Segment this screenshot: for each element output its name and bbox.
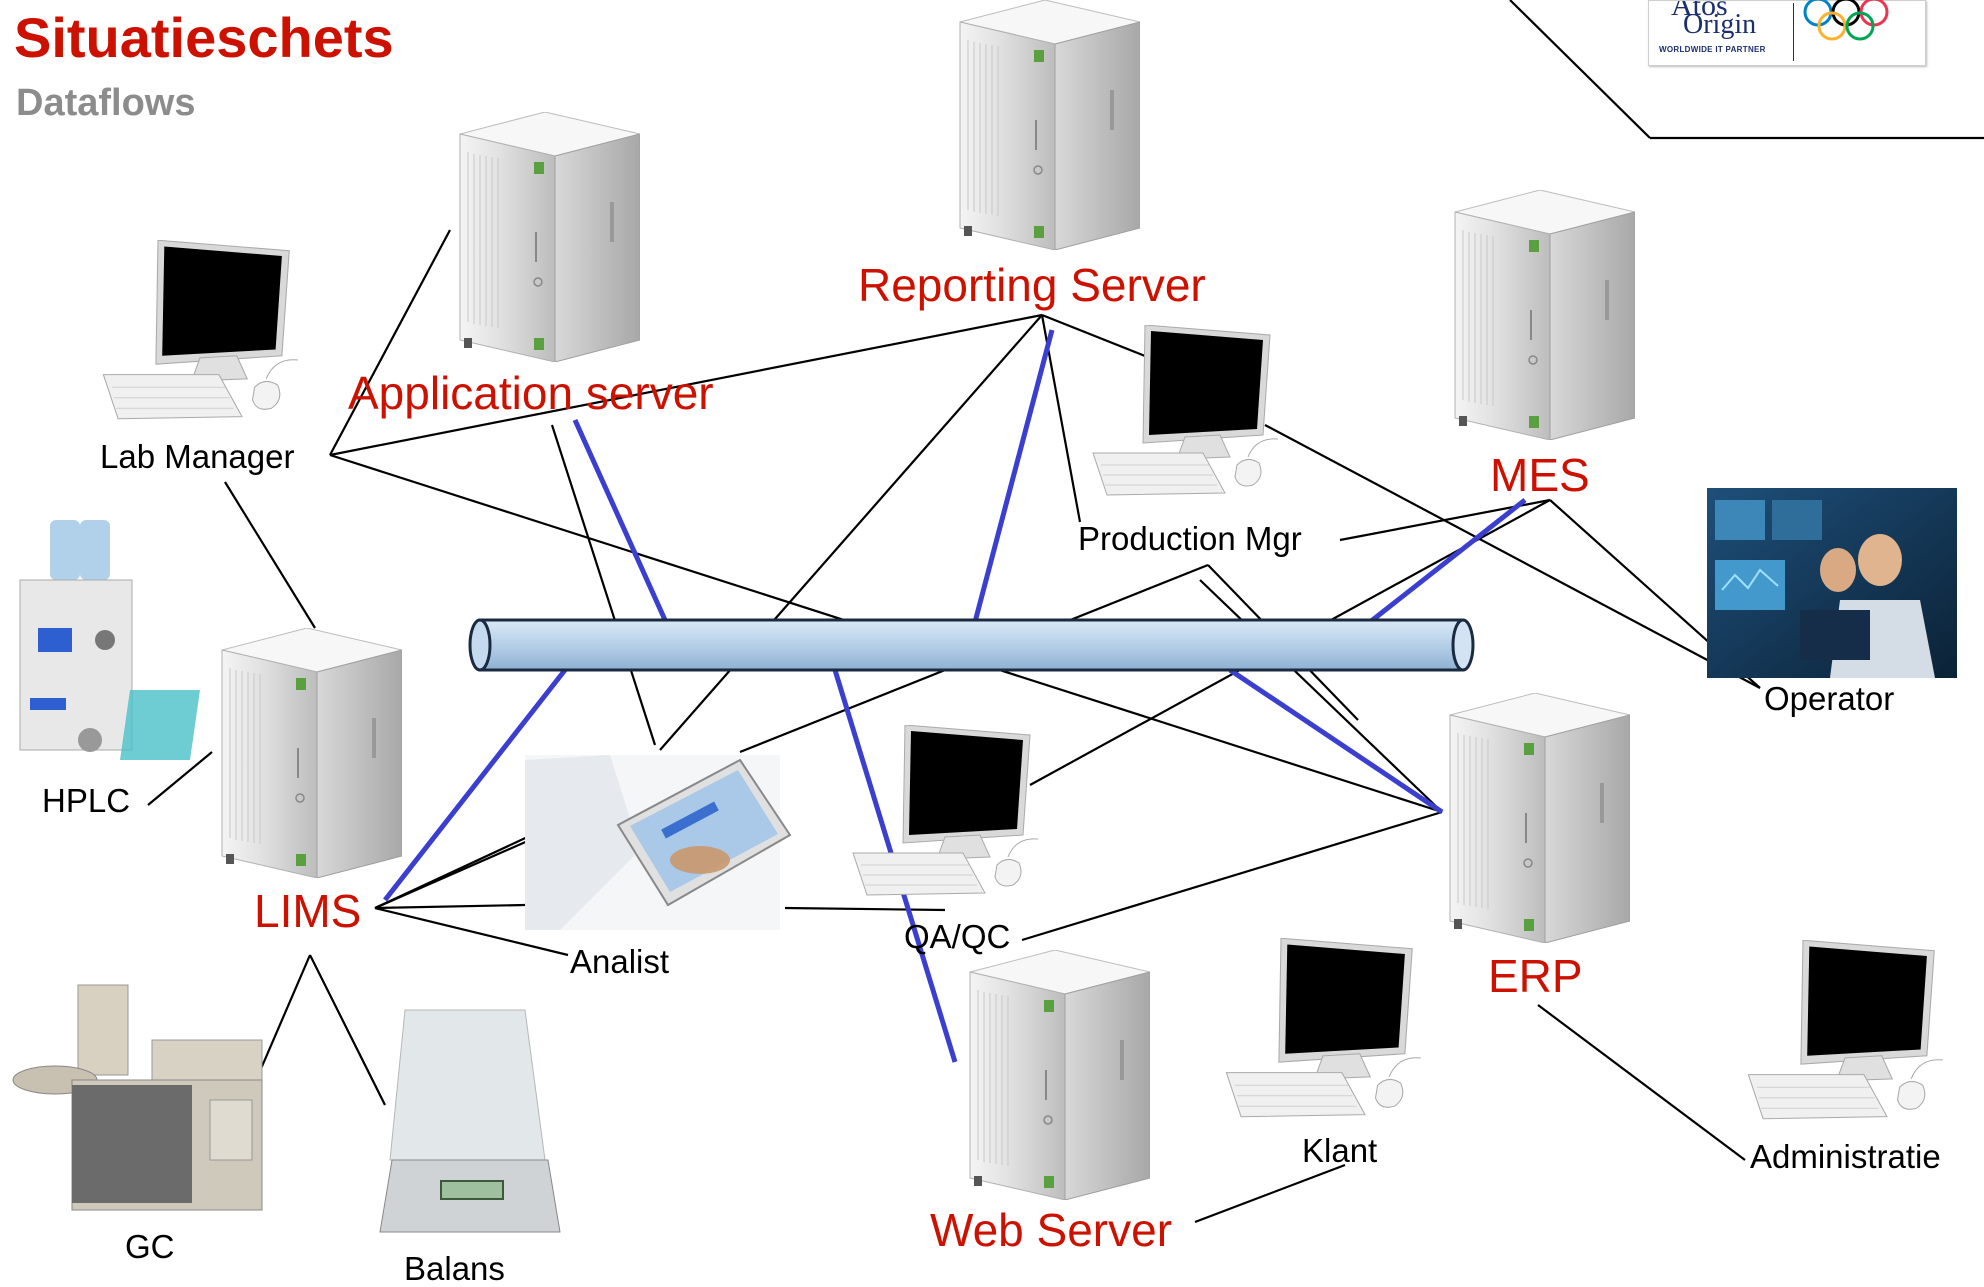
- production-mgr-label: Production Mgr: [1078, 520, 1302, 557]
- logo-tagline: WORLDWIDE IT PARTNER: [1659, 45, 1766, 54]
- klant-label: Klant: [1302, 1132, 1378, 1169]
- mes-label: MES: [1490, 449, 1590, 501]
- logo-line2: Origin: [1683, 9, 1757, 40]
- analist-label: Analist: [570, 943, 670, 980]
- application-server-label: Application server: [348, 367, 714, 419]
- lims-label: LIMS: [254, 885, 362, 937]
- qaqc-label: QA/QC: [904, 918, 1011, 955]
- logo-line1: Atos: [1671, 0, 1728, 22]
- page-title: Situatieschets: [14, 6, 394, 69]
- hplc-instrument-icon: [19, 520, 200, 760]
- production-mgr-desktop-icon: [1092, 325, 1279, 496]
- operator-control-room-photo: [1707, 488, 1957, 678]
- logo-separator: [1793, 3, 1794, 61]
- qaqc-desktop-icon: [852, 725, 1039, 896]
- web-server-label: Web Server: [930, 1204, 1173, 1256]
- web-server-icon: [969, 950, 1150, 1200]
- lims-server-icon: [221, 628, 402, 878]
- olympic-rings-overlay: [1803, 0, 1889, 41]
- administratie-desktop-icon: [1747, 940, 1944, 1120]
- atos-origin-logo: Atos Origin WORLDWIDE IT PARTNER: [1648, 0, 1926, 66]
- application-server-icon: [459, 112, 640, 362]
- reporting-server-icon: [959, 0, 1140, 250]
- lab-manager-desktop-icon: [102, 240, 299, 420]
- balans-instrument-icon: [379, 1009, 561, 1233]
- erp-label: ERP: [1488, 950, 1583, 1002]
- balans-label: Balans: [404, 1250, 505, 1287]
- analist-tablet-icon: [525, 755, 792, 930]
- lab-manager-label: Lab Manager: [100, 438, 295, 475]
- hplc-label: HPLC: [42, 782, 131, 819]
- operator-label: Operator: [1764, 680, 1895, 717]
- page-subtitle: Dataflows: [16, 82, 196, 124]
- gc-instrument-icon: [12, 984, 263, 1211]
- administratie-label: Administratie: [1750, 1138, 1941, 1175]
- erp-server-icon: [1449, 693, 1630, 943]
- mes-server-icon: [1454, 190, 1635, 440]
- reporting-server-label: Reporting Server: [858, 259, 1206, 311]
- klant-desktop-icon: [1225, 938, 1422, 1118]
- gc-label: GC: [125, 1228, 175, 1265]
- network-bus: [468, 618, 1475, 672]
